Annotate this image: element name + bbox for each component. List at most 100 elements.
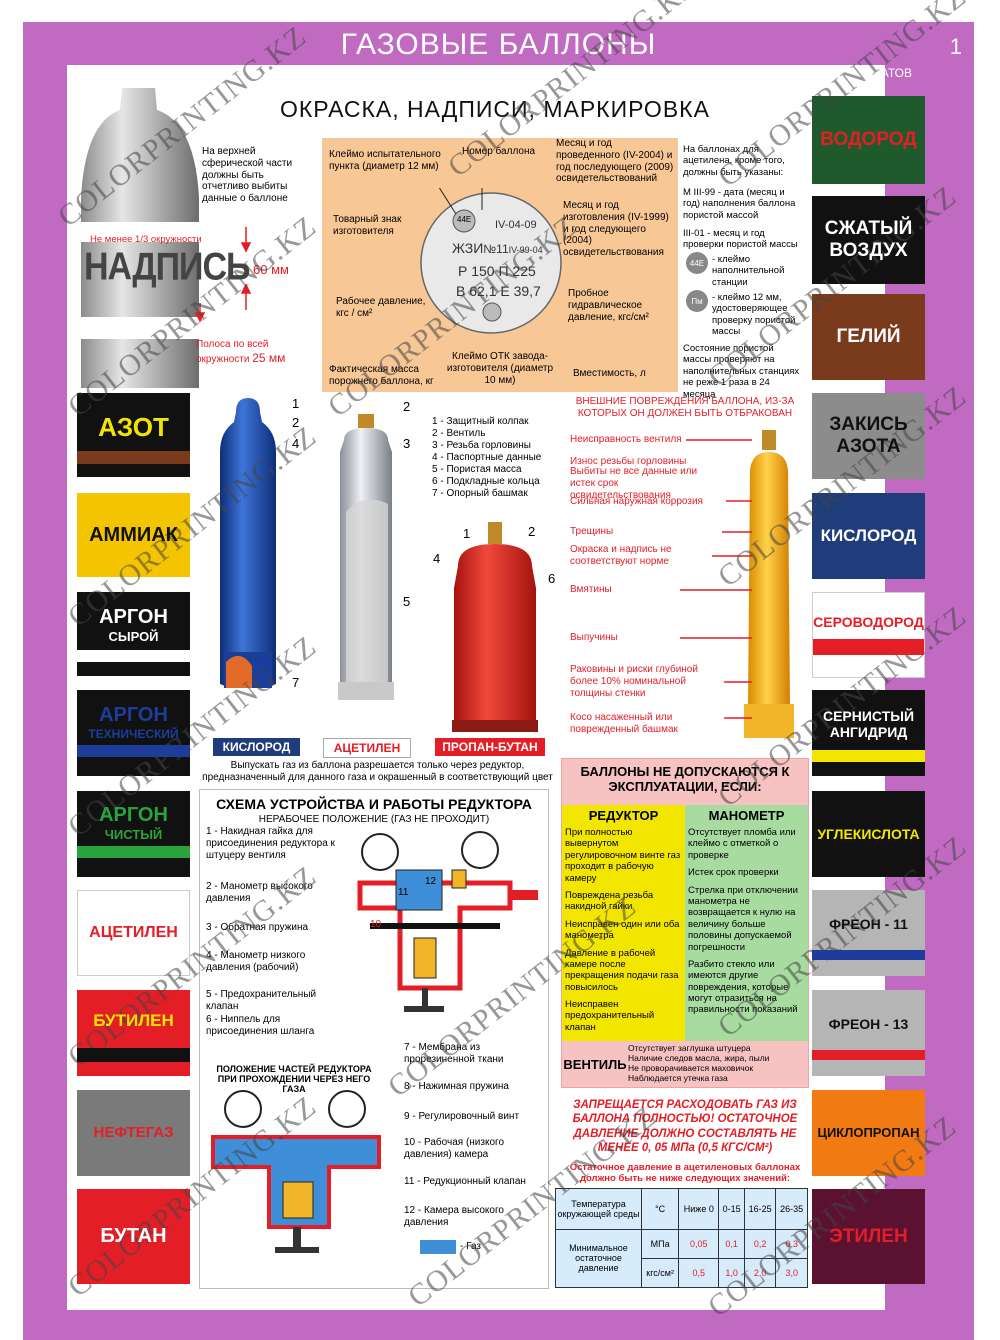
swatch-band (77, 650, 190, 662)
damage-item: Окраска и надпись не соответствуют норме (570, 544, 672, 567)
reducer-flow-title: ПОЛОЖЕНИЕ ЧАСТЕЙ РЕДУКТОРА ПРИ ПРОХОЖДЕН… (216, 1064, 372, 1094)
table-cell: 0,2 (743, 1228, 777, 1259)
legend-item: 7 - Опорный башмак (432, 488, 528, 499)
valve-item: Наличие следов масла, жира, пыли (628, 1053, 770, 1064)
disc-line2-a: ЖЗИ (452, 240, 484, 256)
reducer-column: РЕДУКТОР При полностью вывернутом регули… (562, 805, 685, 1041)
table-cell: Температура окружающей среды (555, 1188, 642, 1230)
disc-line2-b: №11 (483, 242, 509, 256)
gauge-item: Отсутствует пломба или клеймо с отметкой… (688, 827, 796, 861)
gauge-item: Стрелка при отключении манометра не возв… (688, 884, 798, 953)
reducer-part: 4 - Манометр низкого давления (рабочий) (206, 950, 306, 973)
swatch-butylene: БУТИЛЕН (77, 990, 190, 1076)
reducer-part: 11 - Редукционный клапан (404, 1176, 526, 1187)
disc-line1: IV-04-09 (495, 219, 537, 231)
damage-item: Износ резьбы горловины (570, 456, 687, 467)
disc-line3: Р 150 П 225 (458, 263, 536, 279)
digit-5: 5 (403, 594, 411, 609)
test-dates-label: Месяц и год проведенного (IV-2004) и год… (556, 138, 674, 185)
mass-label: Фактическая масса порожнего баллона, кг (329, 364, 434, 387)
residual-note: Остаточное давление в ацетиленовых балло… (569, 1162, 801, 1184)
damage-item: Вмятины (570, 584, 612, 595)
inscription-note: На верхней сферической части должны быть… (202, 146, 293, 205)
damage-item: Косо насаженный или поврежденный башмак (570, 712, 678, 735)
table-cell: °С (640, 1188, 680, 1230)
swatch-neftegaz: НЕФТЕГАЗ (77, 1090, 190, 1176)
digit-6: 6 (548, 571, 556, 586)
reducer-diagram-flow (211, 1090, 381, 1253)
stripe-label-text: Полоса по всей окружности (196, 339, 269, 365)
gauge-item: Разбито стекло или имеются другие повреж… (688, 958, 798, 1016)
cylinder-label-acetylene: АЦЕТИЛЕН (323, 738, 411, 758)
swatch-air: СЖАТЫЙ ВОЗДУХ (812, 196, 925, 284)
damage-item: Раковины и риски глубиной более 10% номи… (570, 664, 698, 699)
third-circumference-label: Не менее 1/3 окружности (90, 234, 202, 245)
table-row: кгс/см² 0,5 1,0 2,0 3,0 (556, 1257, 808, 1289)
swatch-nitrous: ЗАКИСЬ АЗОТА (812, 393, 925, 479)
digit-4b: 4 (433, 551, 441, 566)
acetylene-note-p: III-01 - месяц и год проверки пористой м… (683, 228, 798, 251)
digit-2b: 2 (403, 399, 411, 414)
reducer-part: 6 - Ниппель для присоединения шланга (206, 1014, 315, 1037)
valve-row: ВЕНТИЛЬ Отсутствует заглушка штуцера Нал… (562, 1041, 808, 1087)
dimension-arrows (194, 227, 252, 323)
reducer-part: 5 - Предохранительный клапан (206, 989, 317, 1012)
swatch-freon11: ФРЕОН - 11 (812, 890, 925, 976)
damage-title: ВНЕШНИЕ ПОВРЕЖДЕНИЯ БАЛЛОНА, ИЗ-ЗА КОТОР… (575, 396, 795, 419)
reducer-num-11: 11 (398, 887, 409, 898)
swatch-nitrogen: АЗОТ (77, 393, 190, 477)
reducer-part: 7 - Мембрана из прорезиненной ткани (404, 1042, 504, 1065)
reducer-title: СХЕМА УСТРОЙСТВА И РАБОТЫ РЕДУКТОРА (216, 796, 532, 812)
valve-items: Отсутствует заглушка штуцера Наличие сле… (628, 1044, 769, 1083)
gauge-column-head: МАНОМЕТР (708, 808, 785, 823)
swatch-argon-raw: АРГОН СЫРОЙ (77, 592, 190, 676)
swatch-h2s: СЕРОВОДОРОД (812, 592, 925, 678)
reducer-part: 3 - Обратная пружина (206, 922, 309, 933)
stripe-bar (77, 317, 202, 339)
table-row: Температура окружающей среды °С Ниже 0 0… (555, 1188, 808, 1230)
swatch-cyclopropane: ЦИКЛОПРОПАН (812, 1090, 925, 1176)
swatch-hydrogen: ВОДОРОД (812, 96, 925, 184)
prohibit-columns: РЕДУКТОР При полностью вывернутом регули… (562, 805, 808, 1041)
reducer-part: 8 - Нажимная пружина (404, 1081, 509, 1092)
gauge-column: МАНОМЕТР Отсутствует пломба или клеймо с… (685, 805, 808, 1041)
damage-item: Выбиты не все данные или истек срок осви… (570, 466, 698, 501)
swatch-band (813, 639, 924, 655)
digit-2: 2 (292, 415, 300, 430)
swatch-butane: БУТАН (77, 1189, 190, 1284)
legend-item: 4 - Паспортные данные (432, 452, 542, 463)
prohibit-box: БАЛЛОНЫ НЕ ДОПУСКАЮТСЯ К ЭКСПЛУАТАЦИИ, Е… (561, 758, 809, 1088)
digit-7: 7 (292, 675, 300, 690)
cylinder-label-oxygen: КИСЛОРОД (213, 738, 300, 756)
serial-label: Номер баллона (462, 146, 536, 157)
table-cell: 2,0 (743, 1257, 777, 1289)
reducer-part: 2 - Манометр высокого давления (206, 881, 313, 904)
swatch-band (77, 1048, 190, 1062)
table-cell: 16-25 (743, 1188, 777, 1230)
stripe-size: 25 мм (252, 351, 286, 365)
reducer-item: Давление в рабочей камере после прекраще… (565, 947, 679, 993)
prohibit-title: БАЛЛОНЫ НЕ ДОПУСКАЮТСЯ К ЭКСПЛУАТАЦИИ, Е… (562, 759, 808, 805)
valve-item: Отсутствует заглушка штуцера (628, 1043, 751, 1054)
otk-label: Клеймо ОТК завода-изготовителя (диаметр … (446, 351, 554, 386)
digit-2c: 2 (528, 524, 536, 539)
digit-1: 1 (292, 396, 300, 411)
trademark-label: Товарный знак изготовителя (333, 214, 402, 237)
volume-label: Вместимость, л (573, 368, 646, 379)
legend-item: 5 - Пористая масса (432, 464, 522, 475)
table-cell: Минимальное остаточное давление (555, 1228, 642, 1289)
parts-legend: 1 - Защитный колпак 2 - Вентиль 3 - Резь… (432, 416, 560, 500)
acetylene-note-state: Состояние пористой массы проверяют на на… (683, 343, 800, 400)
table-cell: Ниже 0 (678, 1188, 720, 1230)
damage-item: Неисправность вентиля (570, 434, 682, 445)
acetylene-note-s44: - клеймо наполнительной станции (712, 254, 785, 288)
test-mark-label: Клеймо испытательного пункта (диаметр 12… (329, 149, 441, 172)
stamp-disc (420, 188, 562, 334)
table-cell: 0,5 (678, 1257, 720, 1289)
table-cell: 0,1 (718, 1228, 745, 1259)
gas-legend: - Газ (460, 1241, 481, 1252)
third-circumference-bar (77, 222, 225, 242)
acetylene-note-m: М III-99 - дата (месяц и год) наполнения… (683, 187, 796, 221)
table-cell: 3,0 (775, 1257, 808, 1289)
reducer-part: 12 - Камера высокого давления (404, 1205, 504, 1228)
